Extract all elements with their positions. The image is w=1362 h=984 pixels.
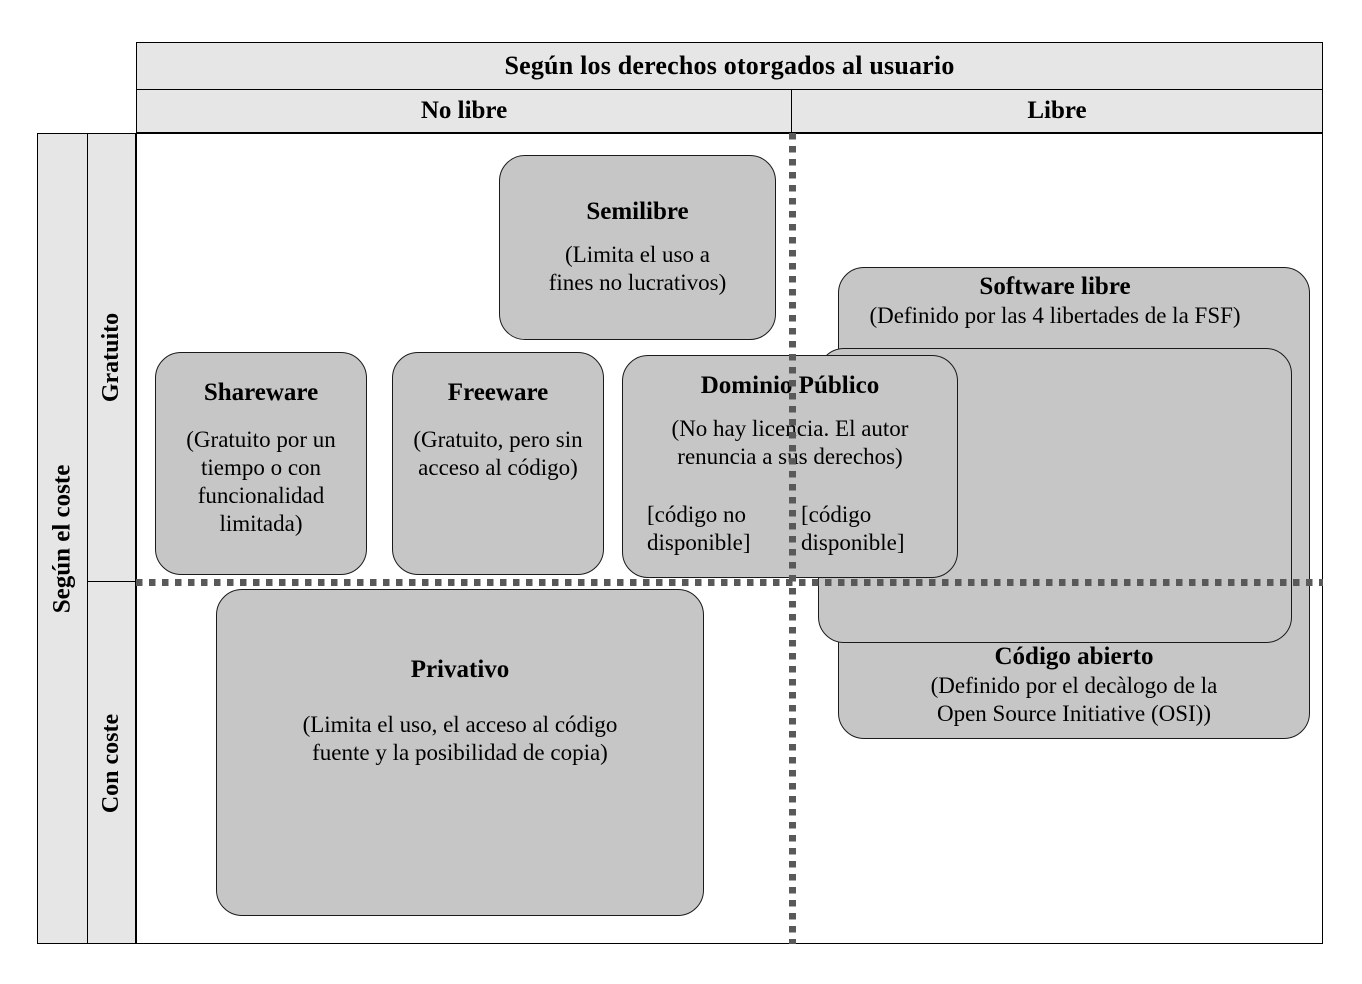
box-privativo-text: Privativo (Limita el uso, el acceso al c… [303, 656, 618, 767]
column-header-title: Según los derechos otorgados al usuario [136, 42, 1323, 89]
box-dominio-publico-note-right: [código disponible] [801, 501, 933, 557]
divider-horizontal-coste [136, 579, 1323, 586]
box-semilibre-desc-line2: fines no lucrativos) [548, 269, 727, 295]
box-dominio-publico-note-left: [código no disponible] [647, 501, 779, 557]
box-software-libre-desc: (Definido por las 4 libertades de la FSF… [869, 302, 1241, 328]
box-codigo-abierto-desc-line2: Open Source Initiative (OSI)) [936, 700, 1211, 726]
row-header-gratuito: Gratuito [88, 134, 135, 582]
row-header-gratuito-label: Gratuito [98, 312, 125, 403]
row-header-title-band: Según el coste [37, 133, 87, 944]
column-header-row: No libre Libre [136, 89, 1323, 133]
box-codigo-abierto-title: Código abierto [994, 643, 1154, 671]
column-header-no-libre: No libre [137, 90, 792, 132]
box-freeware-desc-line1: (Gratuito, pero sin [413, 426, 583, 452]
box-privativo-desc: (Limita el uso, el acceso al código fuen… [303, 711, 618, 767]
box-shareware-desc-line4: limitada) [219, 510, 303, 536]
box-semilibre-title: Semilibre [586, 198, 689, 226]
row-header-con-coste-label: Con coste [98, 713, 125, 813]
box-freeware[interactable]: Freeware (Gratuito, pero sin acceso al c… [392, 352, 604, 575]
box-shareware-desc-line3: funcionalidad [197, 482, 325, 508]
box-privativo-desc-line2: fuente y la posibilidad de copia) [312, 739, 608, 765]
box-freeware-desc: (Gratuito, pero sin acceso al código) [413, 426, 582, 482]
box-dominio-publico-note-right-line2: disponible] [801, 529, 905, 555]
box-software-libre-title: Software libre [979, 273, 1131, 300]
box-shareware-desc: (Gratuito por un tiempo o con funcionali… [186, 426, 335, 538]
row-header-con-coste: Con coste [88, 583, 135, 943]
box-shareware[interactable]: Shareware (Gratuito por un tiempo o con … [155, 352, 367, 575]
box-freeware-desc-line2: acceso al código) [418, 454, 578, 480]
box-dominio-publico-note-left-line1: [código no [647, 501, 747, 527]
box-dominio-publico-note-left-line2: disponible] [647, 529, 751, 555]
box-software-libre-text: Software libre (Definido por las 4 liber… [819, 273, 1291, 330]
box-codigo-abierto-text: Código abierto (Definido por el decàlogo… [839, 643, 1309, 728]
box-codigo-abierto-desc: (Definido por el decàlogo de la Open Sou… [931, 672, 1218, 728]
box-freeware-title: Freeware [447, 379, 549, 406]
column-header-libre: Libre [1027, 97, 1087, 124]
box-privativo-title: Privativo [410, 656, 510, 683]
box-dominio-publico-notes: [código no disponible] [código disponibl… [633, 501, 947, 557]
box-shareware-desc-line2: tiempo o con [200, 454, 322, 480]
row-header-row-band: Gratuito Con coste [87, 133, 136, 944]
box-codigo-abierto-desc-line1: (Definido por el decàlogo de la [930, 672, 1218, 698]
divider-vertical-libre [789, 133, 796, 944]
box-privativo[interactable]: Privativo (Limita el uso, el acceso al c… [216, 589, 704, 916]
box-shareware-desc-line1: (Gratuito por un [186, 426, 336, 452]
box-shareware-title: Shareware [203, 379, 319, 406]
row-header-title: Según el coste [48, 464, 76, 613]
box-semilibre[interactable]: Semilibre (Limita el uso a fines no lucr… [499, 155, 776, 340]
box-privativo-desc-line1: (Limita el uso, el acceso al código [302, 711, 618, 737]
box-semilibre-desc-line1: (Limita el uso a [564, 241, 710, 267]
box-semilibre-desc: (Limita el uso a fines no lucrativos) [549, 241, 727, 297]
box-dominio-publico-note-right-line1: [código [801, 501, 872, 527]
